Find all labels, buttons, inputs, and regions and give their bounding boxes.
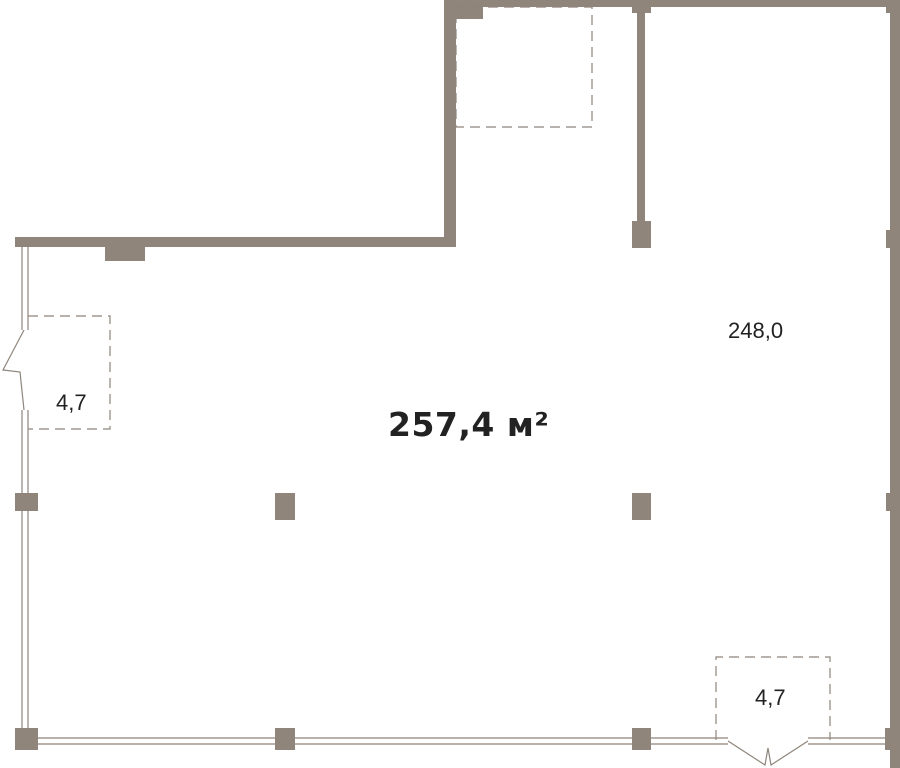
glazing <box>2 247 885 766</box>
dashed-zone-left <box>28 315 111 430</box>
wall-top-left <box>15 237 456 247</box>
total-area-label: 257,4 м² <box>388 405 550 444</box>
vestibule-bottom-area: 4,7 <box>755 685 786 710</box>
wall-right <box>890 0 900 768</box>
walls <box>15 0 900 768</box>
column <box>886 493 900 511</box>
column <box>885 728 900 750</box>
column <box>15 728 38 750</box>
column <box>632 493 651 520</box>
wall-notch <box>456 7 483 19</box>
zone-area-label: 248,0 <box>728 318 784 343</box>
door-bottom <box>727 740 809 766</box>
wall-interior <box>637 7 645 222</box>
column <box>275 728 295 750</box>
column <box>105 247 145 261</box>
wall-protrusion-left <box>444 0 456 247</box>
column <box>275 493 295 520</box>
dashed-zones <box>28 6 831 740</box>
dashed-zone-bottom <box>715 656 831 740</box>
column <box>632 221 651 248</box>
vestibule-left-area: 4,7 <box>56 390 87 415</box>
wall-cap <box>886 7 892 13</box>
column <box>886 230 892 248</box>
column <box>632 728 651 750</box>
door-left <box>2 329 25 411</box>
column <box>15 493 38 511</box>
dashed-zone-top <box>455 6 593 128</box>
wall-top <box>444 0 900 7</box>
